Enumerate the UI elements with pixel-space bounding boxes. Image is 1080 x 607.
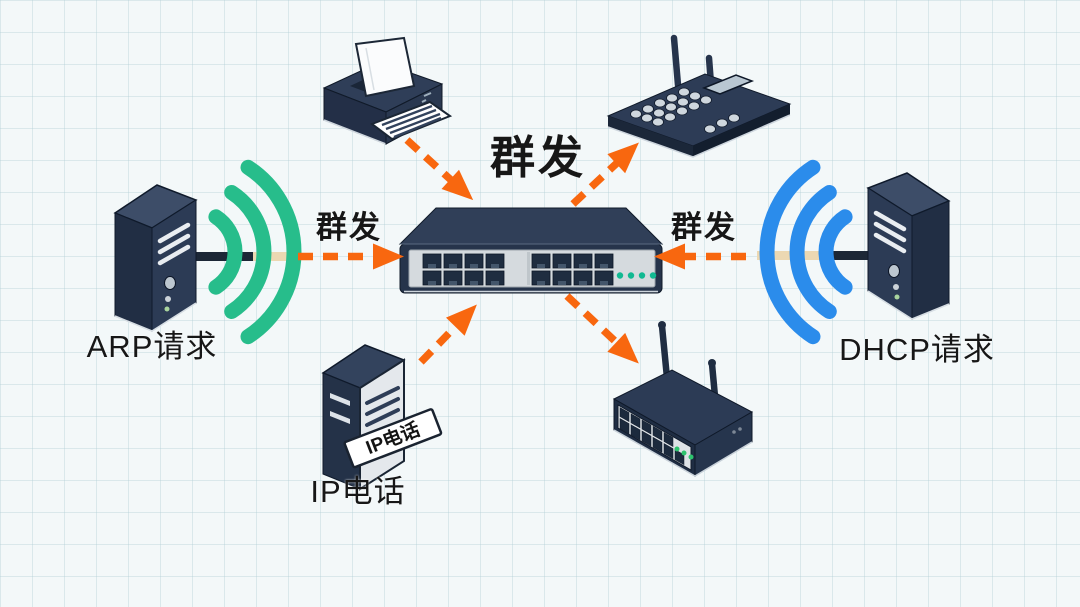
wifi-waves-green-icon <box>208 159 302 345</box>
ip-phone-label: IP电话 <box>310 474 406 509</box>
broadcast-arrow-printer-to-switch <box>404 137 474 201</box>
desk-phone-icon <box>606 34 792 158</box>
broadcast-label-right: 群发 <box>671 210 737 245</box>
router-icon <box>612 321 754 477</box>
broadcast-arrow-switch-to-phone <box>570 142 639 207</box>
cable-left <box>191 252 300 261</box>
switch-icon <box>398 207 664 294</box>
broadcast-label-left: 群发 <box>316 210 382 245</box>
arp-server-icon <box>115 185 196 331</box>
printer-icon <box>322 36 453 145</box>
arp-server-label: ARP请求 <box>86 329 218 364</box>
broadcast-arrow-ipphone-to-switch <box>418 304 477 365</box>
broadcast-arrow-switch-to-router <box>564 293 639 364</box>
diagram-title: 群发 <box>489 132 587 183</box>
dhcp-server-label: DHCP请求 <box>839 332 995 367</box>
dhcp-server-icon <box>868 173 949 319</box>
wifi-waves-blue-icon <box>759 159 853 345</box>
ip-phone-tower-icon: IP电话 <box>321 344 443 491</box>
